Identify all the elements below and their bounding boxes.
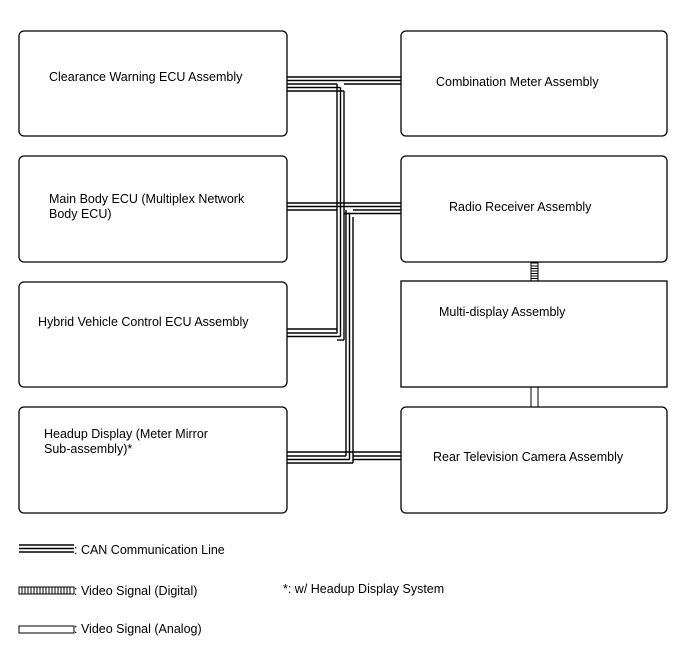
label-clearance-warning-ecu: Clearance Warning ECU Assembly [49,70,243,84]
legend-can-sample [19,544,74,553]
video-digital-link [530,262,539,282]
box-clearance-warning-ecu: Clearance Warning ECU Assembly [18,30,288,137]
box-main-body-ecu: Main Body ECU (Multiplex Network Body EC… [18,155,288,263]
label-multi-display: Multi-display Assembly [439,305,566,319]
legend-video-analog-label: : Video Signal (Analog) [74,622,202,636]
label-headup-display-line2: Sub-assembly)* [44,442,132,456]
can-bus-lines [287,76,401,464]
box-rear-television-camera: Rear Television Camera Assembly [400,406,668,514]
label-combination-meter: Combination Meter Assembly [436,75,599,89]
legend-video-digital-label: : Video Signal (Digital) [74,584,197,598]
legend: : CAN Communication Line : Video Signal … [18,543,444,636]
video-analog-link [530,386,539,408]
footnote: *: w/ Headup Display System [283,582,444,596]
box-headup-display: Headup Display (Meter Mirror Sub-assembl… [18,406,288,514]
label-main-body-ecu-line1: Main Body ECU (Multiplex Network [49,192,245,206]
legend-video-digital-sample [18,586,75,595]
label-radio-receiver: Radio Receiver Assembly [449,200,592,214]
legend-video-analog-sample [18,625,75,634]
label-headup-display-line1: Headup Display (Meter Mirror [44,427,208,441]
label-rear-television-camera: Rear Television Camera Assembly [433,450,624,464]
box-radio-receiver: Radio Receiver Assembly [400,155,668,263]
box-hybrid-vehicle-control-ecu: Hybrid Vehicle Control ECU Assembly [18,281,288,388]
label-hybrid-vehicle-control-ecu: Hybrid Vehicle Control ECU Assembly [38,315,249,329]
legend-can-label: : CAN Communication Line [74,543,225,557]
box-multi-display: Multi-display Assembly [400,280,668,388]
box-combination-meter: Combination Meter Assembly [400,30,668,137]
label-main-body-ecu-line2: Body ECU) [49,207,112,221]
